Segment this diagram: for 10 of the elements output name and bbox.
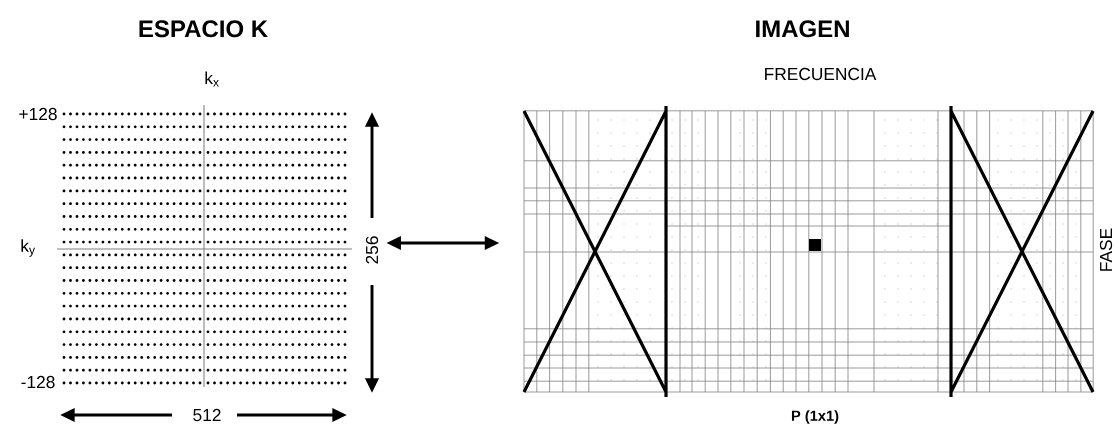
axis-label: 512	[191, 407, 223, 423]
axis-label: 256	[364, 234, 380, 266]
axis-label: k$_{x}$	[203, 70, 222, 88]
axis-label: FRECUENCIA	[762, 66, 878, 82]
panel-heading: ESPACIO K	[139, 20, 268, 38]
panel-heading: IMAGEN	[756, 20, 849, 38]
axis-label: P (1x1)	[789, 408, 841, 425]
axis-label: FASE	[1098, 226, 1114, 274]
axis-label: k$_{y}$	[18, 237, 38, 259]
axis-label: +128	[17, 106, 59, 122]
